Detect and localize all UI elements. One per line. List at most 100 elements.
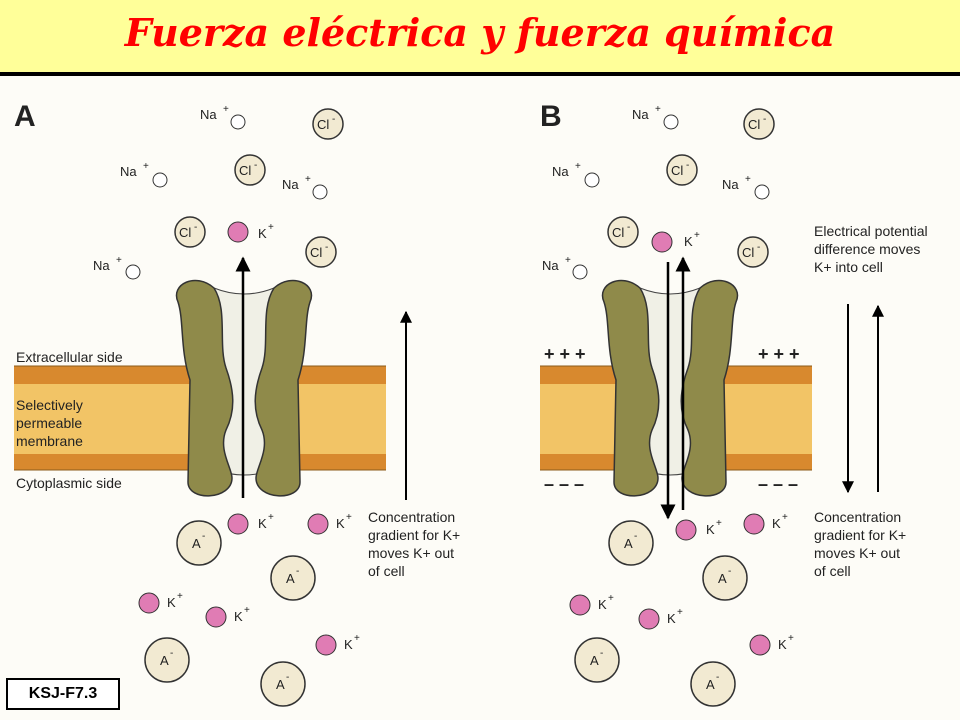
svg-text:+: + <box>694 230 700 241</box>
svg-text:-: - <box>757 242 760 253</box>
anion: A- <box>176 520 222 566</box>
negative-charges-right: – – – <box>758 474 798 494</box>
ion-channel-diagram: A Extracellular side Selectively permeab… <box>14 100 928 707</box>
panel-b-ions: Na+ Na+ Na+ Na+ Cl- Cl- Cl- Cl- K+ K+ K+… <box>542 104 794 707</box>
svg-text:K: K <box>778 637 787 652</box>
svg-text:Na: Na <box>120 164 137 179</box>
svg-text:+: + <box>608 593 614 604</box>
svg-text:K: K <box>706 522 715 537</box>
gradient-line1: Concentration <box>814 509 901 525</box>
gradient-line3: moves K+ out <box>368 545 454 561</box>
page-title: Fuerza eléctrica y fuerza química <box>124 10 836 55</box>
k-ion: K+ <box>307 512 352 535</box>
cytoplasmic-label: Cytoplasmic side <box>16 475 122 491</box>
svg-text:A: A <box>276 677 285 692</box>
svg-text:-: - <box>254 160 257 171</box>
panel-b: B + + + + + + – – – – – – Electrical pot… <box>540 100 928 707</box>
svg-text:+: + <box>305 174 311 185</box>
svg-text:K: K <box>772 516 781 531</box>
svg-text:+: + <box>177 591 183 602</box>
svg-text:-: - <box>296 566 299 577</box>
svg-text:Na: Na <box>552 164 569 179</box>
svg-text:A: A <box>590 653 599 668</box>
k-ion: K+ <box>743 512 788 535</box>
svg-text:-: - <box>763 114 766 125</box>
gradient-line4: of cell <box>814 563 851 579</box>
potential-line3: K+ into cell <box>814 259 883 275</box>
potential-line2: difference moves <box>814 241 920 257</box>
svg-text:K: K <box>258 226 267 241</box>
svg-text:A: A <box>706 677 715 692</box>
svg-text:+: + <box>143 161 149 172</box>
svg-text:+: + <box>575 161 581 172</box>
k-ion: K+ <box>227 221 274 243</box>
svg-text:Cl: Cl <box>239 163 251 178</box>
svg-text:K: K <box>344 637 353 652</box>
anion: A- <box>260 661 306 707</box>
svg-text:+: + <box>244 605 250 616</box>
svg-text:+: + <box>354 633 360 644</box>
k-ion: K+ <box>138 591 183 614</box>
na-ion: Na+ <box>542 255 588 280</box>
k-ion: K+ <box>651 230 700 253</box>
na-ion: Na+ <box>93 255 141 280</box>
panel-a-membrane-labels: Extracellular side Selectively permeable… <box>16 349 123 491</box>
cl-ion: Cl- <box>607 216 639 248</box>
svg-text:K: K <box>234 609 243 624</box>
svg-text:K: K <box>598 597 607 612</box>
cl-ion: Cl- <box>174 216 206 248</box>
na-ion: Na + <box>552 161 600 188</box>
svg-text:Cl: Cl <box>748 117 760 132</box>
na-ion: Na + <box>200 104 246 130</box>
k-ion: K+ <box>227 512 274 535</box>
panel-a-gradient-text: Concentration gradient for K+ moves K+ o… <box>368 509 460 579</box>
panel-b-label: B <box>540 100 562 133</box>
figure-area: A Extracellular side Selectively permeab… <box>0 76 960 720</box>
svg-text:Cl: Cl <box>612 225 624 240</box>
anion: A- <box>690 661 736 707</box>
svg-text:K: K <box>258 516 267 531</box>
selectively-label-line1: Selectively <box>16 397 83 413</box>
k-ion: K+ <box>205 605 250 628</box>
panel-a-ions: Na+ Na+ Na+ Na+ Cl- Cl- Cl- Cl- K+ K+ K+… <box>93 104 360 707</box>
svg-text:+: + <box>677 607 683 618</box>
na-ion: Na + <box>632 104 679 130</box>
svg-text:-: - <box>716 672 719 683</box>
svg-text:-: - <box>286 672 289 683</box>
selectively-label-line3: membrane <box>16 433 83 449</box>
svg-text:+: + <box>268 222 274 233</box>
svg-text:-: - <box>194 222 197 233</box>
svg-text:Na: Na <box>632 107 649 122</box>
k-ion: K+ <box>675 518 722 541</box>
svg-text:K: K <box>167 595 176 610</box>
svg-text:K: K <box>667 611 676 626</box>
svg-text:Cl: Cl <box>671 163 683 178</box>
cl-ion: Cl- <box>666 154 698 186</box>
gradient-line4: of cell <box>368 563 405 579</box>
svg-text:A: A <box>718 571 727 586</box>
panel-b-potential-text: Electrical potential difference moves K+… <box>814 223 928 275</box>
extracellular-label: Extracellular side <box>16 349 123 365</box>
svg-text:+: + <box>116 255 122 266</box>
cl-ion: Cl- <box>743 108 775 140</box>
panel-a-channel <box>175 256 313 498</box>
svg-text:+: + <box>655 104 661 115</box>
svg-text:+: + <box>223 104 229 115</box>
svg-text:A: A <box>624 536 633 551</box>
k-ion: K+ <box>315 633 360 656</box>
svg-text:Na: Na <box>542 258 559 273</box>
cl-ion: Cl- <box>312 108 344 140</box>
svg-text:Na: Na <box>200 107 217 122</box>
anion: A- <box>574 637 620 683</box>
svg-text:-: - <box>634 531 637 542</box>
svg-text:Cl: Cl <box>310 245 322 260</box>
svg-text:+: + <box>716 518 722 529</box>
na-ion: Na + <box>120 161 168 188</box>
anion: A- <box>702 555 748 601</box>
svg-text:A: A <box>160 653 169 668</box>
positive-charges-right: + + + <box>758 344 800 364</box>
svg-text:-: - <box>600 648 603 659</box>
svg-text:+: + <box>788 633 794 644</box>
svg-text:+: + <box>346 512 352 523</box>
panel-b-gradient-text: Concentration gradient for K+ moves K+ o… <box>814 509 906 579</box>
